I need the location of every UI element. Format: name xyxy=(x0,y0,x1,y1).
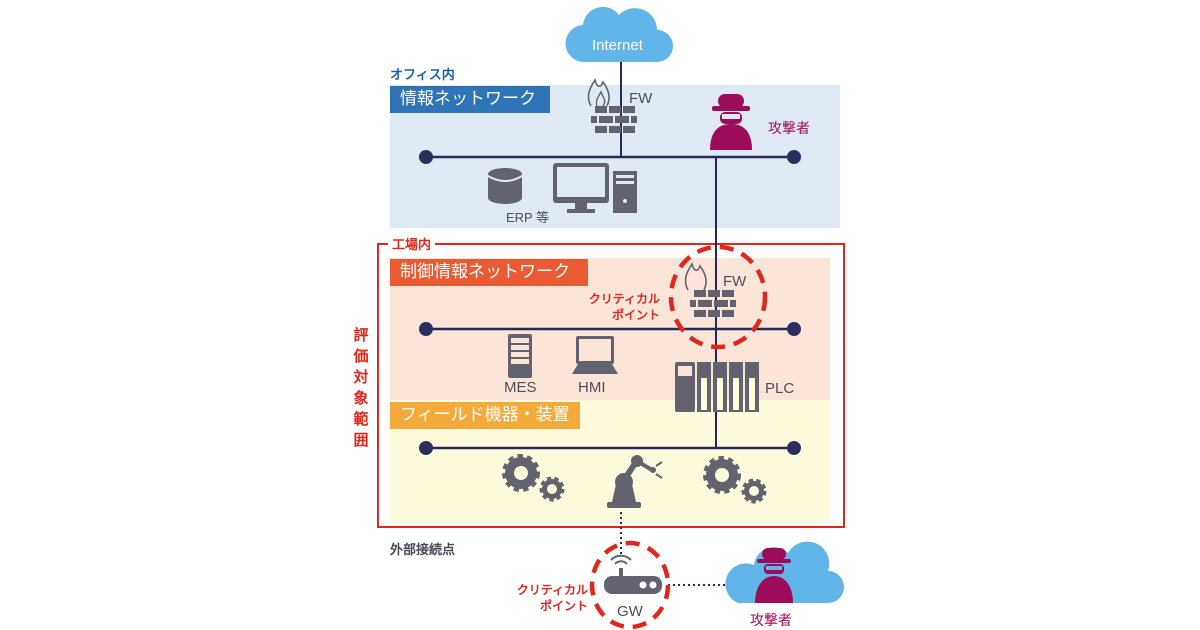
gears-icon xyxy=(703,456,767,504)
internet-cloud-icon xyxy=(565,6,673,63)
scope-char: 価 xyxy=(353,348,369,365)
critical-point-marker-gw xyxy=(589,540,671,630)
control-network-banner: 制御情報ネットワーク xyxy=(390,259,588,286)
hmi-label: HMI xyxy=(578,379,606,396)
control-fw-label: FW xyxy=(723,273,747,290)
control-bus xyxy=(419,322,801,336)
database-icon xyxy=(487,168,523,204)
factory-caption: 工場内 xyxy=(388,234,436,253)
control-firewall-icon xyxy=(684,262,736,317)
external-caption: 外部接続点 xyxy=(390,542,456,557)
plc-label: PLC xyxy=(765,380,795,397)
critical-point-line: ポイント xyxy=(539,599,588,613)
mes-label: MES xyxy=(504,379,537,396)
gw-label: GW xyxy=(617,603,643,620)
scope-char: 対 xyxy=(353,369,369,386)
robot-arm-icon xyxy=(607,455,663,508)
critical-point-line: ポイント xyxy=(611,308,660,322)
scope-char: 囲 xyxy=(353,432,369,449)
evaluation-scope-label: 評 価 対 象 範 囲 xyxy=(352,325,370,451)
office-fw-label: FW xyxy=(629,90,653,107)
scope-char: 範 xyxy=(353,411,369,428)
critical-point-label-fw: クリティカル ポイント xyxy=(572,291,660,323)
critical-point-line: クリティカル xyxy=(588,292,660,306)
office-caption: オフィス内 xyxy=(390,67,455,82)
critical-point-label-gw: クリティカル ポイント xyxy=(500,582,588,614)
internet-label: Internet xyxy=(592,37,643,54)
hmi-laptop-icon xyxy=(572,336,618,374)
evaluation-scope-frame xyxy=(377,243,845,528)
desktop-computer-icon xyxy=(553,163,637,213)
critical-point-marker-fw xyxy=(668,244,768,350)
office-attacker-label: 攻撃者 xyxy=(768,120,810,136)
attacker-icon xyxy=(710,94,752,150)
attacker-cloud-icon xyxy=(725,541,844,603)
erp-label: ERP 等 xyxy=(506,210,550,225)
critical-point-line: クリティカル xyxy=(516,583,588,597)
firewall-icon xyxy=(587,78,637,133)
scope-char: 象 xyxy=(353,390,369,407)
field-devices-banner: フィールド機器・装置 xyxy=(390,402,580,429)
office-bus xyxy=(419,150,801,164)
external-attacker-label: 攻撃者 xyxy=(750,612,792,628)
mes-server-icon xyxy=(508,334,532,378)
plc-icon xyxy=(675,362,759,412)
field-bus xyxy=(419,441,801,455)
info-network-banner: 情報ネットワーク xyxy=(390,86,550,113)
gears-icon xyxy=(502,454,565,502)
scope-char: 評 xyxy=(353,327,369,344)
gateway-router-icon xyxy=(604,554,662,594)
